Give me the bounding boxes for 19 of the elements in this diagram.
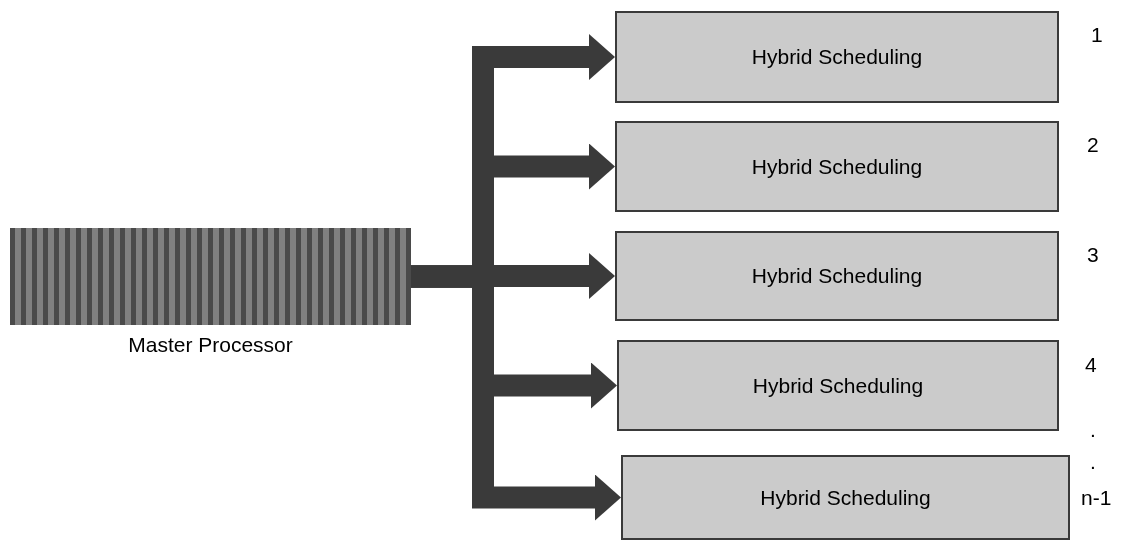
index-number: 1 bbox=[1091, 23, 1103, 47]
node-label: Master Processor bbox=[128, 333, 293, 357]
process-box bbox=[615, 11, 1059, 103]
process-box bbox=[615, 231, 1059, 321]
process-box bbox=[617, 340, 1059, 431]
arrow bbox=[411, 265, 621, 521]
index-number: 3 bbox=[1087, 243, 1099, 267]
index-number: 2 bbox=[1087, 133, 1099, 157]
index-number: n-1 bbox=[1081, 486, 1112, 510]
ellipsis-dot: . bbox=[1090, 450, 1096, 474]
box-label: Hybrid Scheduling bbox=[760, 485, 931, 510]
box-label: Hybrid Scheduling bbox=[752, 373, 924, 398]
index-number: 4 bbox=[1085, 353, 1097, 377]
box-label: Hybrid Scheduling bbox=[751, 45, 923, 69]
process-box bbox=[621, 455, 1070, 540]
box-label: Hybrid Scheduling bbox=[751, 264, 923, 288]
ellipsis-dot: . bbox=[1090, 418, 1096, 442]
box-label: Hybrid Scheduling bbox=[751, 154, 923, 179]
process-box bbox=[615, 121, 1059, 212]
